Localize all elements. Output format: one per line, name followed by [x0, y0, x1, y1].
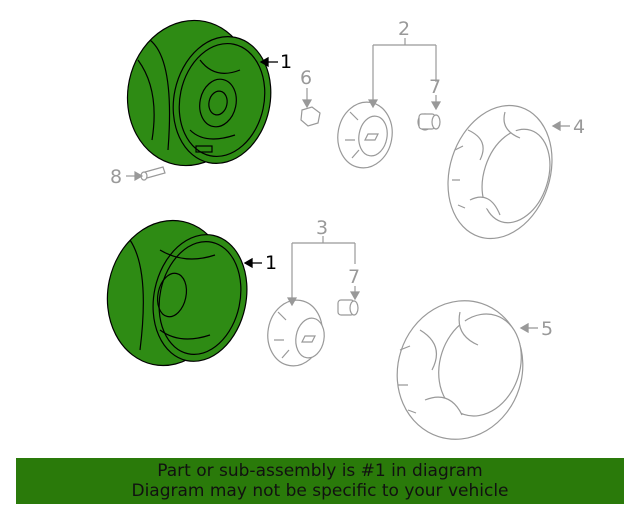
lower-wheel-part-1[interactable] [94, 209, 258, 377]
wheel-cover-part-4[interactable] [431, 92, 568, 252]
valve-stem-part-8[interactable] [126, 166, 166, 182]
lug-nut-part-6[interactable] [300, 88, 321, 127]
info-banner: Part or sub-assembly is #1 in diagram Di… [16, 458, 624, 504]
callout-bracket-2 [367, 38, 442, 111]
callout-4: 4 [573, 116, 585, 138]
callout-1-upper: 1 [280, 51, 292, 73]
lug-nut-part-7-upper[interactable] [417, 113, 441, 131]
banner-line-1: Part or sub-assembly is #1 in diagram [157, 461, 483, 481]
leader-lines [243, 56, 570, 334]
lug-nut-part-7-lower[interactable] [337, 299, 359, 316]
callout-5: 5 [541, 318, 553, 340]
callout-7-upper: 7 [429, 76, 441, 98]
upper-wheel-part-1[interactable] [114, 9, 282, 178]
parts-diagram: 1 1 2 3 4 5 6 7 7 8 [94, 9, 585, 455]
callout-1-lower: 1 [265, 252, 277, 274]
wheel-cover-part-5[interactable] [379, 284, 540, 455]
banner-line-2: Diagram may not be specific to your vehi… [131, 481, 509, 501]
center-cap-part-3[interactable] [263, 296, 328, 370]
center-cap-part-2[interactable] [333, 98, 398, 172]
callout-bracket-3 [286, 236, 361, 307]
callout-3: 3 [316, 217, 328, 239]
callout-2: 2 [398, 18, 410, 40]
callout-8: 8 [110, 166, 122, 188]
callout-7-lower: 7 [348, 266, 360, 288]
callout-6: 6 [300, 67, 312, 89]
